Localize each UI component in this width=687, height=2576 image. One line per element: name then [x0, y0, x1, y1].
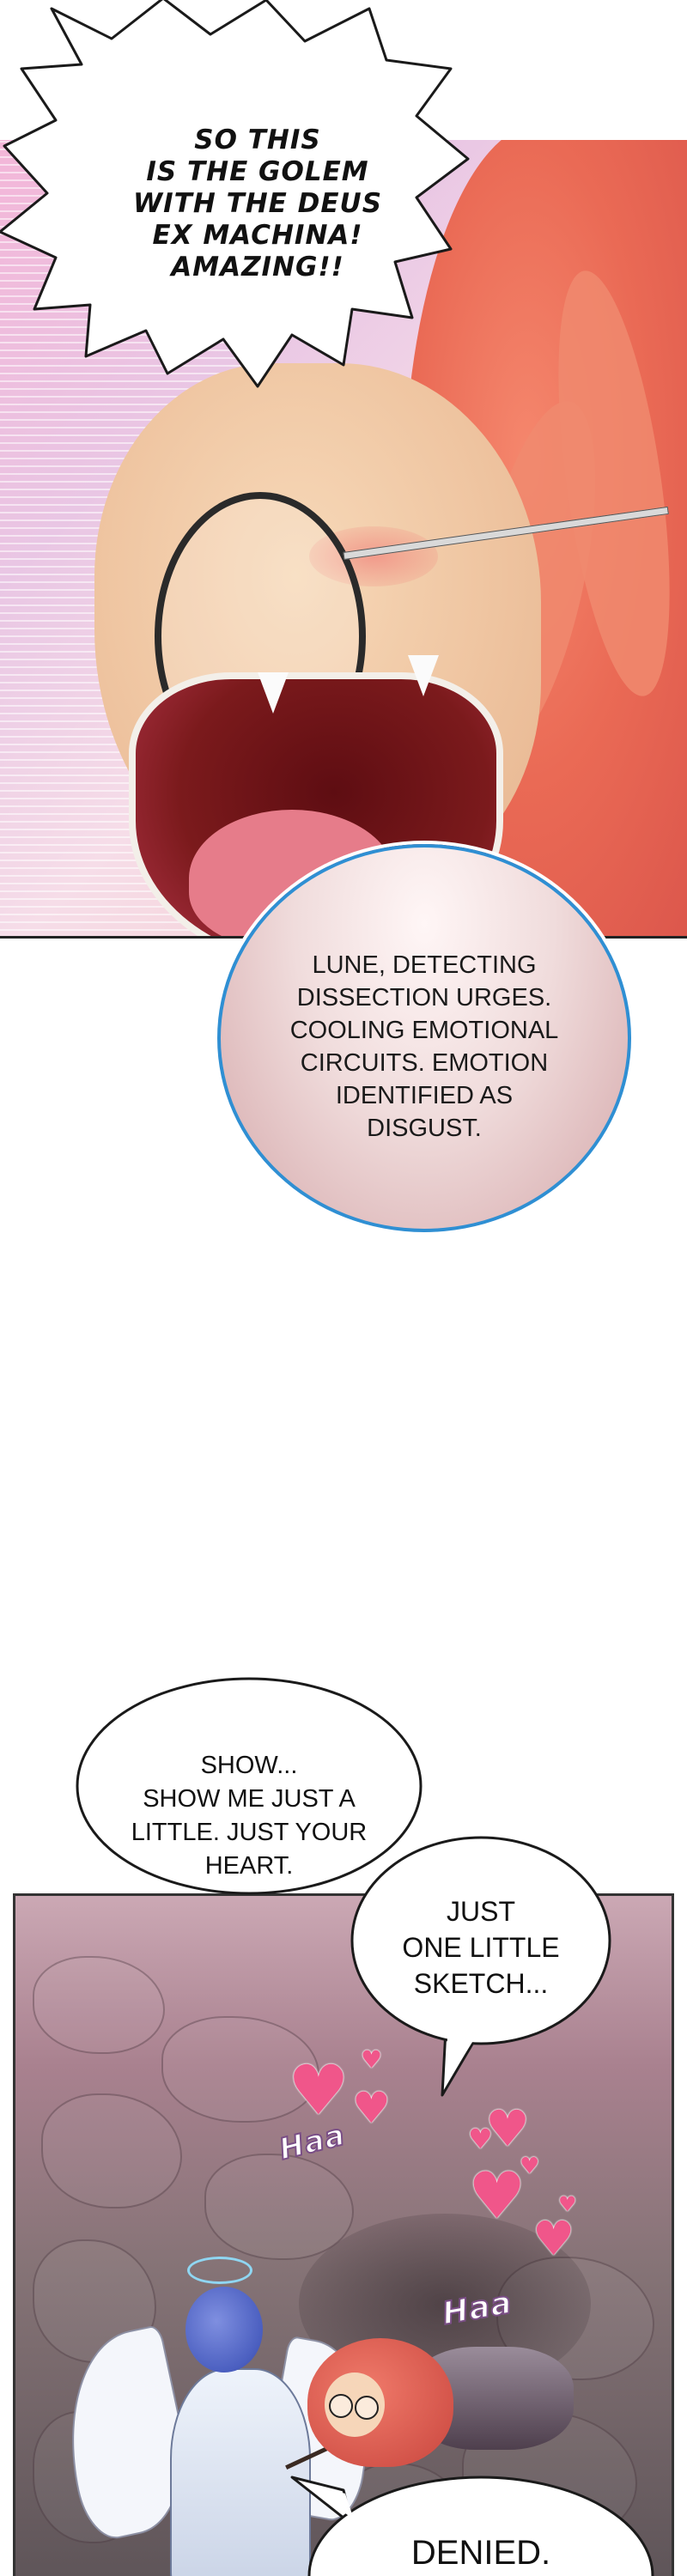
speech-line: ONE LITTLE — [402, 1932, 560, 1963]
fang — [408, 655, 439, 696]
system-line: DISGUST. — [367, 1115, 482, 1142]
speech-bubble-show-text: SHOW... SHOW ME JUST A LITTLE. JUST YOUR… — [94, 1749, 404, 1883]
speech-bubble-denied — [290, 2476, 654, 2576]
system-line: CIRCUITS. EMOTION — [300, 1049, 549, 1077]
angel-dress — [170, 2368, 311, 2576]
shout-line: EX MACHINA! — [152, 220, 363, 251]
speech-bubble-denied-text: DENIED. — [344, 2533, 618, 2573]
shout-line: IS THE GOLEM — [146, 156, 369, 187]
floor-stone — [41, 2093, 182, 2208]
floor-stone — [33, 1956, 165, 2054]
shout-line: SO THIS — [194, 125, 321, 155]
shout-bubble — [0, 0, 470, 388]
angel-head — [185, 2287, 263, 2372]
heart-icon: ♥ — [288, 2050, 350, 2130]
floor-stone — [204, 2154, 354, 2260]
system-line: IDENTIFIED AS — [335, 1082, 514, 1109]
speech-line: HEART. — [204, 1852, 294, 1880]
heart-icon: ♥ — [468, 2123, 493, 2155]
system-line: LUNE, DETECTING — [312, 951, 537, 979]
heart-icon: ♥ — [361, 2045, 383, 2074]
fang — [258, 672, 289, 714]
heart-icon: ♥ — [520, 2154, 540, 2179]
heart-icon: ♥ — [468, 2158, 526, 2233]
system-line: DISSECTION URGES. — [296, 984, 552, 1012]
heart-icon: ♥ — [532, 2211, 575, 2266]
speech-line: DENIED. — [410, 2534, 551, 2572]
shout-line: AMAZING!! — [171, 252, 344, 283]
speech-bubble-show — [76, 1677, 423, 1895]
speech-line: SHOW... — [200, 1752, 298, 1779]
system-message-bubble — [217, 844, 631, 1232]
speech-line: JUST — [447, 1896, 515, 1927]
heart-icon: ♥ — [558, 2192, 577, 2216]
speech-line: SHOW ME JUST A — [143, 1785, 356, 1813]
speech-bubble-sketch — [350, 1836, 611, 2097]
speech-line: SKETCH... — [413, 1968, 549, 1999]
halo — [187, 2257, 252, 2284]
heart-icon: ♥ — [485, 2099, 530, 2158]
speech-bubble-sketch-text: JUST ONE LITTLE SKETCH... — [378, 1893, 584, 2002]
girl-glasses — [355, 2396, 379, 2420]
system-message-text: LUNE, DETECTING DISSECTION URGES. COOLIN… — [258, 949, 591, 1145]
shout-line: WITH THE DEUS — [132, 188, 383, 219]
system-line: COOLING EMOTIONAL — [289, 1017, 559, 1044]
girl-glasses — [329, 2394, 353, 2418]
shout-bubble-text: SO THIS IS THE GOLEM WITH THE DEUS EX MA… — [112, 125, 404, 283]
floor-stone — [161, 2016, 319, 2123]
speech-line: LITTLE. JUST YOUR — [131, 1819, 368, 1846]
heart-icon: ♥ — [352, 2083, 391, 2133]
